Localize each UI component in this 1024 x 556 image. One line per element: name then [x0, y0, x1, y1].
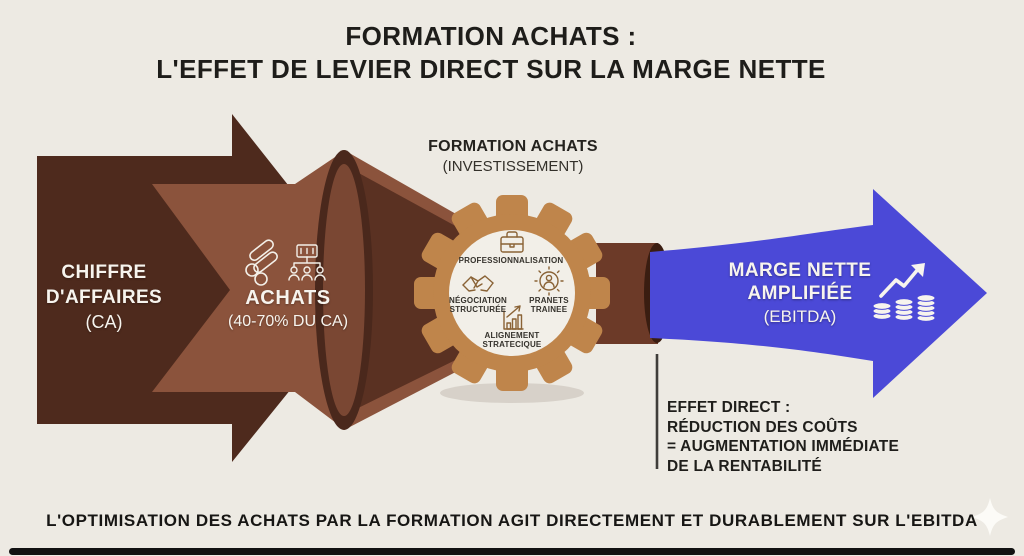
gear-shadow	[440, 383, 584, 403]
page-title: FORMATION ACHATS : L'EFFET DE LEVIER DIR…	[0, 20, 982, 86]
training-heading-line1: FORMATION ACHATS	[428, 138, 598, 155]
tube-mouth-inner	[323, 164, 365, 416]
effect-note-line2: RÉDUCTION DES COÛTS	[667, 418, 858, 436]
margin-line2: AMPLIFIÉE	[747, 283, 853, 304]
margin-line3: (EBITDA)	[763, 307, 837, 326]
gear-item-label: TRAINEE	[530, 305, 568, 314]
gear-item-label: STRUCTURÉE	[449, 305, 507, 314]
effect-note: EFFET DIRECT : RÉDUCTION DES COÛTS = AUG…	[667, 398, 899, 476]
gear-item-label: PRANETS	[529, 296, 569, 305]
revenue-line1: CHIFFRE	[61, 262, 147, 283]
coin-stacks-icon	[872, 294, 936, 322]
purchasing-title: ACHATS	[245, 287, 331, 309]
revenue-line2: D'AFFAIRES	[45, 287, 163, 308]
gear-item-professionnalisation: PROFESSIONNALISATION	[459, 256, 564, 265]
margin-label: MARGE NETTE AMPLIFIÉE (EBITDA)	[729, 259, 872, 328]
purchasing-arrow	[152, 151, 344, 429]
training-heading: FORMATION ACHATS (INVESTISSEMENT)	[428, 138, 598, 177]
gear-item-negociation: NÉGOCIATION STRUCTURÉE	[449, 296, 507, 314]
effect-note-line3: = AUGMENTATION IMMÉDIATE	[667, 438, 899, 455]
gear-item-label: PROFESSIONNALISATION	[458, 256, 564, 265]
revenue-line3: (CA)	[85, 312, 123, 332]
footer-statement: L'OPTIMISATION DES ACHATS PAR LA FORMATI…	[46, 511, 978, 530]
materials-logs-icon	[245, 239, 278, 286]
purchasing-subtitle: (40-70% DU CA)	[227, 313, 349, 330]
gear-item-label: NÉGOCIATION	[448, 296, 508, 305]
team-orgchart-icon	[288, 244, 326, 281]
effect-note-line4: DE LA RENTABILITÉ	[667, 457, 822, 475]
trend-arrow-icon	[879, 263, 925, 298]
growth-chart-icon	[503, 305, 524, 330]
training-gear	[414, 195, 610, 391]
gear-inner-disc	[449, 230, 575, 356]
margin-arrow	[650, 189, 987, 398]
revenue-label: CHIFFRE D'AFFAIRES (CA)	[46, 260, 162, 335]
purchasing-label: ACHATS (40-70% DU CA)	[228, 286, 348, 332]
title-line-2: L'EFFET DE LEVIER DIRECT SUR LA MARGE NE…	[156, 54, 826, 84]
bottom-bar	[9, 548, 1015, 555]
margin-line1: MARGE NETTE	[728, 260, 872, 281]
sparkle-icon	[972, 498, 1008, 536]
effect-note-line1: EFFET DIRECT :	[667, 399, 791, 416]
gear-item-label: ALIGNEMENT	[484, 331, 540, 340]
title-line-1: FORMATION ACHATS :	[345, 21, 637, 51]
gear-item-label: STRATECIQUE	[482, 340, 542, 349]
briefcase-icon	[500, 231, 524, 253]
gear-item-alignement: ALIGNEMENT STRATECIQUE	[483, 331, 542, 349]
training-heading-line2: (INVESTISSEMENT)	[442, 158, 584, 175]
handshake-icon	[462, 275, 494, 292]
gear-person-icon	[534, 266, 564, 296]
gear-item-pranets: PRANETS TRAINEE	[529, 296, 569, 314]
